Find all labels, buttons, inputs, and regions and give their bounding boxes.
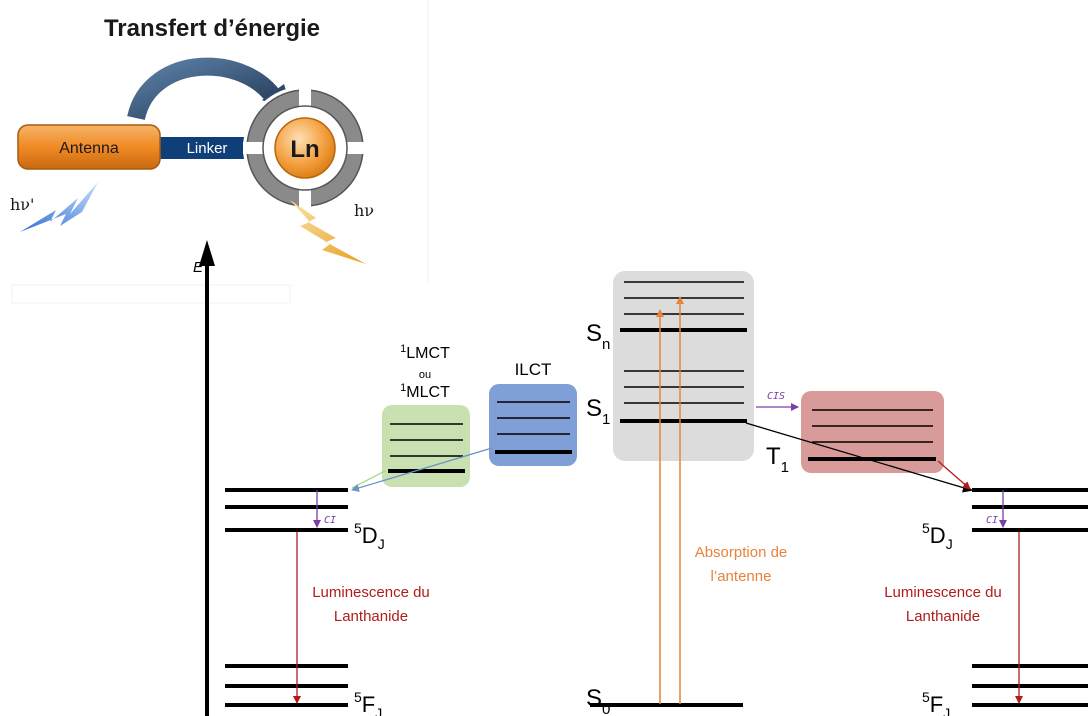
ou-label: ou [419, 369, 431, 381]
left-lanthanide-levels: 5DJ 5FJ CI Luminescence du Lanthanide [225, 488, 430, 716]
absorption-line2: l’antenne [711, 568, 772, 585]
sn-label: Sn [586, 320, 610, 353]
left-ci-label: CI [324, 515, 336, 526]
energy-transfer-inset: Transfert d’énergie Linker Antenna Ln hν… [10, 0, 429, 304]
lmct-levels [388, 423, 465, 473]
left-5dj-levels [225, 488, 348, 532]
right-5fj-label: 5FJ [922, 689, 950, 716]
inset-bottom-edge [11, 284, 291, 304]
ilct-label: ILCT [515, 360, 552, 379]
transfer-arc [127, 57, 286, 121]
right-lanthanide-levels: 5DJ 5FJ CI Luminescence du Lanthanide [884, 488, 1088, 716]
emitted-photon-bolt [290, 200, 366, 264]
linker-label: Linker [187, 140, 228, 157]
triplet-levels [808, 409, 936, 461]
triplet-box [801, 391, 944, 473]
right-ci-label: CI [986, 515, 998, 526]
energy-axis-arrowhead [199, 240, 215, 266]
cis-label: CIS [767, 391, 785, 402]
emitted-photon-label: hν [354, 201, 374, 220]
singlet-box [613, 271, 754, 461]
antenna-label: Antenna [59, 140, 119, 157]
ion-cage-gaps [243, 86, 367, 210]
left-5dj-label: 5DJ [354, 520, 385, 552]
right-luminescence-line2: Lanthanide [906, 608, 980, 625]
mlct-label: 1MLCT [400, 382, 450, 401]
lmct-mlct-box [382, 405, 470, 487]
s1-to-5dj-transfer [745, 422, 973, 493]
right-5fj-levels [972, 664, 1088, 707]
right-5dj-levels [972, 488, 1088, 532]
inset-title: Transfert d’énergie [104, 15, 320, 42]
energy-axis-label: E [193, 259, 204, 276]
left-5fj-label: 5FJ [354, 689, 382, 716]
ilct-to-5dj-transfer [351, 447, 493, 492]
lmct-label: 1LMCT [400, 343, 450, 362]
left-luminescence-line1: Luminescence du [312, 584, 430, 601]
lanthanide-ion [274, 117, 336, 179]
t1-label: T1 [766, 443, 789, 476]
left-luminescence-line2: Lanthanide [334, 608, 408, 625]
antenna-block [17, 124, 161, 170]
linker-bar [150, 137, 250, 159]
s0-label: S0 [586, 685, 610, 716]
antenna-triplet-state: CIS T1 [745, 391, 973, 493]
antenna-singlet-states: Sn S1 S0 Absorption de l’antenne [586, 271, 787, 716]
absorption-line1: Absorption de [695, 544, 788, 561]
right-5dj-label: 5DJ [922, 520, 953, 552]
s1-label: S1 [586, 395, 610, 428]
charge-transfer-states: 1LMCT ou 1MLCT ILCT [351, 343, 577, 492]
absorbed-photon-label: hν' [10, 195, 34, 214]
left-5fj-levels [225, 664, 348, 707]
t1-to-5dj-transfer [937, 460, 971, 490]
singlet-levels [620, 281, 747, 423]
right-luminescence-line1: Luminescence du [884, 584, 1002, 601]
ion-label: Ln [290, 136, 319, 163]
absorbed-photon-bolt [20, 182, 98, 232]
ilct-levels [495, 401, 572, 454]
ilct-box [489, 384, 577, 466]
